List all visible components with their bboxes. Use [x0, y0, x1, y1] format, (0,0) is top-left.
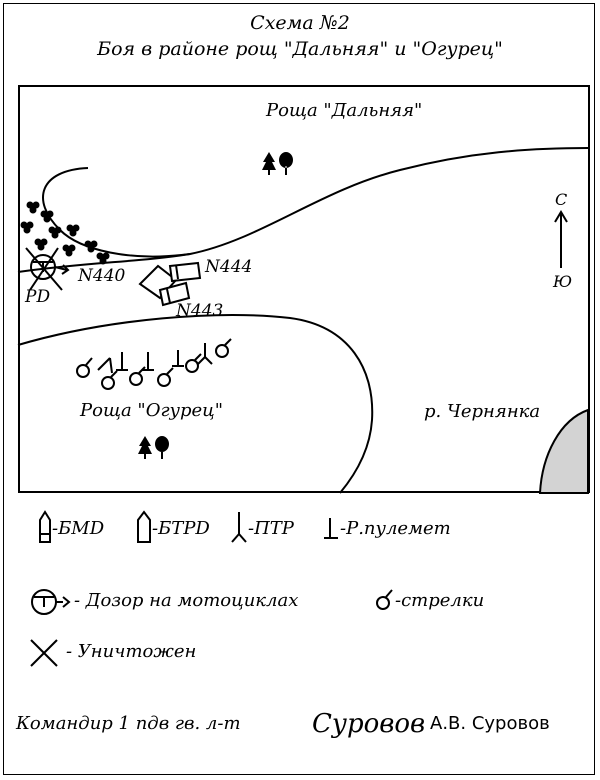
- legend-patrol-label: - Дозор на мотоциклах: [74, 590, 299, 611]
- scheme-title: Схема №2: [250, 12, 350, 34]
- legend-ptr-label: -ПТР: [248, 518, 294, 539]
- north-south-arrow: [554, 210, 568, 268]
- page-border: [3, 3, 595, 775]
- grove-cucumber-boundary: [17, 314, 374, 494]
- legend-btrd-label: -БТРD: [152, 518, 210, 539]
- north-label: С: [555, 190, 568, 209]
- grove-far-boundary: [17, 147, 589, 273]
- legend-destroyed-label: - Уничтожен: [66, 641, 197, 662]
- scheme-subtitle: Боя в районе рощ "Дальняя" и "Огурец": [97, 38, 503, 60]
- map-frame: [18, 85, 590, 493]
- grove-cucumber-label: Роща "Огурец": [80, 400, 224, 421]
- legend-mg-label: -Р.пулемет: [340, 518, 451, 539]
- river-label: р. Чернянка: [424, 401, 541, 422]
- legend-riflemen-label: -стрелки: [395, 590, 485, 611]
- grove-far-label: Роща "Дальняя": [266, 100, 423, 121]
- unit-n440-label: N440: [78, 266, 126, 286]
- south-label: Ю: [553, 272, 573, 291]
- tree-icon: [138, 436, 152, 459]
- legend-bmd-label: -БМD: [52, 518, 105, 539]
- destroyed-patrol-icon: [25, 247, 70, 291]
- patrol-marker-label: PD: [25, 287, 51, 307]
- grove-far-tongue: [42, 167, 191, 258]
- river-area: [538, 408, 589, 494]
- tree-cluster-icons: [20, 201, 110, 265]
- commander-name: А.В. Суровов: [430, 713, 550, 734]
- rifle-line-icons: [76, 338, 232, 390]
- tree-icon: [155, 436, 169, 459]
- tree-icon: [262, 152, 276, 175]
- unit-n443-label: N443: [176, 301, 224, 321]
- commander-signature: Суровов: [312, 709, 426, 739]
- commander-rank: Командир 1 пдв гв. л-т: [16, 713, 241, 734]
- vehicle-icons: [138, 261, 202, 307]
- legend-icons: [30, 510, 393, 667]
- tree-icon: [279, 152, 293, 175]
- unit-n444-label: N444: [205, 257, 253, 277]
